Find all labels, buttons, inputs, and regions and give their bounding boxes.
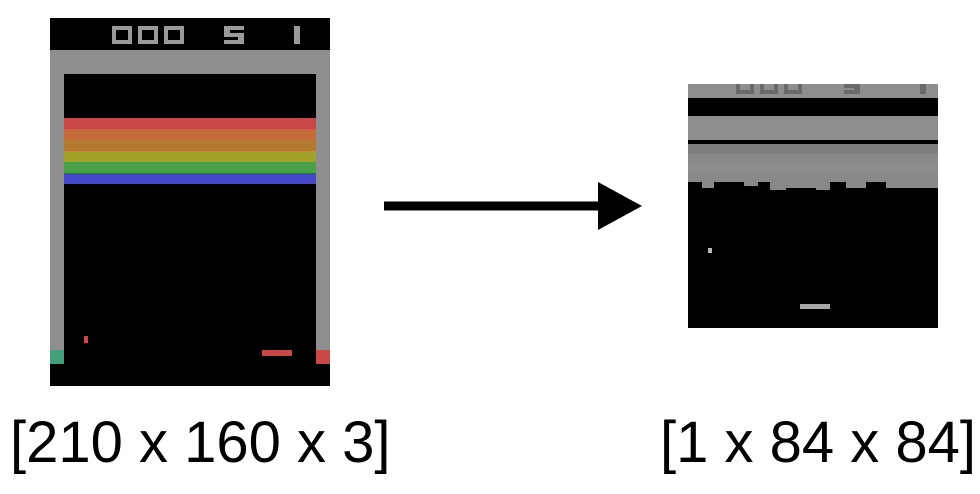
processed-score-strip — [688, 84, 938, 98]
score-digit: 5 — [224, 26, 244, 44]
frame-background — [50, 18, 330, 386]
score-digit: 1 — [920, 84, 926, 94]
processed-ball — [708, 248, 712, 253]
processed-top-wall — [688, 116, 938, 140]
ball — [84, 336, 88, 343]
paddle — [262, 350, 292, 356]
score-display: 00051 — [112, 26, 300, 44]
score-digit: 1 — [294, 26, 300, 44]
score-digit: 0 — [112, 26, 132, 44]
brick-row — [64, 173, 316, 184]
right-wall-tip — [316, 350, 330, 364]
original-breakout-frame: 00051 — [50, 18, 330, 386]
processed-shape-label: [1 x 84 x 84] — [660, 410, 976, 475]
right-wall — [316, 74, 330, 350]
score-digit: 4 — [784, 84, 802, 94]
left-wall — [50, 74, 64, 350]
original-shape-label: [210 x 160 x 3] — [10, 410, 391, 475]
brick-row — [64, 118, 316, 129]
processed-breakout-frame: 024 5 1 — [688, 84, 938, 328]
brick-rows — [64, 118, 316, 184]
right-arrow-icon — [384, 182, 642, 230]
brick-row — [64, 151, 316, 162]
processed-bricks — [688, 144, 938, 190]
score-digit: 2 — [760, 84, 778, 94]
score-digit: 0 — [164, 26, 184, 44]
score-digit: 5 — [844, 84, 860, 94]
brick-row — [64, 129, 316, 140]
brick-row — [64, 140, 316, 151]
score-digit: 0 — [736, 84, 754, 94]
processed-paddle — [800, 304, 830, 309]
left-wall-tip — [50, 350, 64, 364]
processed-score-display: 024 5 1 — [736, 84, 926, 94]
original-frame-panel: 00051 — [50, 18, 330, 386]
brick-row — [64, 162, 316, 173]
top-wall — [50, 50, 330, 74]
processed-frame-panel: 024 5 1 — [688, 84, 938, 328]
score-digit: 0 — [138, 26, 158, 44]
